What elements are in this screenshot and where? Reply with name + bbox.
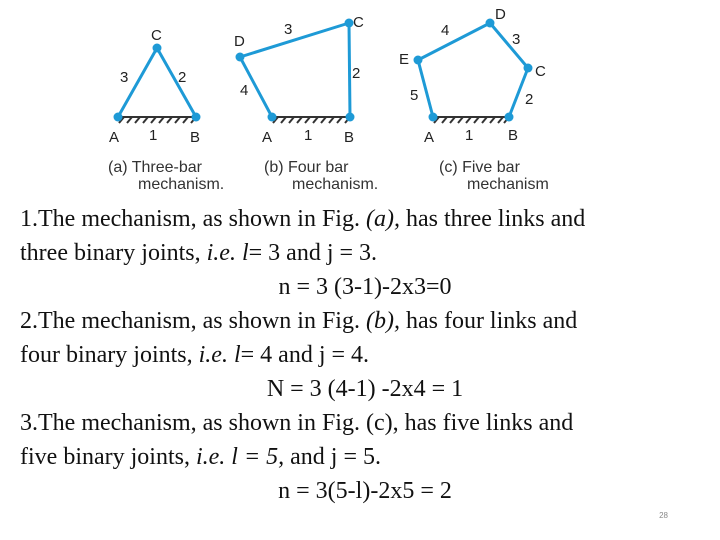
joint-a [267, 112, 277, 122]
joint-a [113, 112, 123, 122]
link-label-1: 1 [304, 127, 312, 144]
joint-e [413, 55, 423, 65]
joint-d [235, 52, 245, 62]
joint-c [344, 18, 354, 28]
joint-label-b: B [190, 129, 200, 146]
joint-b [345, 112, 355, 122]
ground-hatching [272, 116, 351, 124]
slide-number: 28 [659, 511, 668, 520]
link-label-2: 2 [178, 69, 186, 86]
joint-b [191, 112, 201, 122]
ground-hatching [118, 116, 197, 124]
caption-line-2: mechanism [467, 176, 549, 193]
joint-label-c: C [535, 63, 546, 80]
three-bar-diagram: A B C 1 2 3 (a) Three-bar mechanism. [108, 27, 224, 193]
paragraph-3-line-1: 3.The mechanism, as shown in Fig. (c), h… [20, 410, 574, 436]
caption-line-1: (a) Three-bar [108, 159, 203, 176]
joint-c [152, 43, 162, 53]
links [238, 21, 352, 118]
joint-d [485, 18, 495, 28]
joint-label-b: B [344, 129, 354, 146]
link-label-5: 5 [410, 87, 418, 104]
link-label-1: 1 [465, 127, 473, 144]
link-label-3: 3 [512, 31, 520, 48]
joint-b [504, 112, 514, 122]
link-label-4: 4 [240, 82, 248, 99]
mechanism-figure: A B C 1 2 3 (a) Three-bar mechanism. A B… [108, 6, 549, 193]
formula-3: n = 3(5-l)-2x5 = 2 [278, 478, 452, 504]
paragraph-1-line-1: 1.The mechanism, as shown in Fig. (a), h… [20, 206, 586, 232]
joint-label-b: B [508, 127, 518, 144]
paragraph-1-line-2: three binary joints, i.e. l= 3 and j = 3… [20, 240, 378, 266]
explanation-text: 1.The mechanism, as shown in Fig. (a), h… [20, 202, 710, 508]
link-label-4: 4 [441, 22, 449, 39]
caption-line-2: mechanism. [292, 176, 378, 193]
formula-2: N = 3 (4-1) -2x4 = 1 [266, 376, 464, 402]
ground-hatching [433, 116, 510, 124]
link-label-1: 1 [149, 127, 157, 144]
caption-line-2: mechanism. [138, 176, 224, 193]
paragraph-3-line-2: five binary joints, i.e. l = 5, and j = … [20, 444, 382, 470]
four-bar-diagram: A B C D 1 2 3 4 (b) Four bar mechanism. [234, 14, 378, 193]
paragraph-2-line-1: 2.The mechanism, as shown in Fig. (b), h… [20, 308, 578, 334]
formula-1: n = 3 (3-1)-2x3=0 [278, 274, 452, 300]
joint-label-c: C [353, 14, 364, 31]
joint-label-d: D [234, 33, 245, 50]
joint-label-c: C [151, 27, 162, 44]
joint-c [523, 63, 533, 73]
link-label-2: 2 [352, 65, 360, 82]
joint-label-a: A [424, 129, 434, 146]
caption-line-1: (c) Five bar [439, 159, 521, 176]
link-label-3: 3 [120, 69, 128, 86]
paragraph-2-line-2: four binary joints, i.e. l= 4 and j = 4. [20, 342, 370, 368]
joint-label-a: A [262, 129, 272, 146]
caption-line-1: (b) Four bar [264, 159, 349, 176]
joint-label-d: D [495, 6, 506, 23]
five-bar-diagram: A B C D E 1 2 3 4 5 (c) Five bar mechani… [399, 6, 549, 193]
joint-a [428, 112, 438, 122]
link-label-2: 2 [525, 91, 533, 108]
joint-label-a: A [109, 129, 119, 146]
link-label-3: 3 [284, 21, 292, 38]
joint-label-e: E [399, 51, 409, 68]
